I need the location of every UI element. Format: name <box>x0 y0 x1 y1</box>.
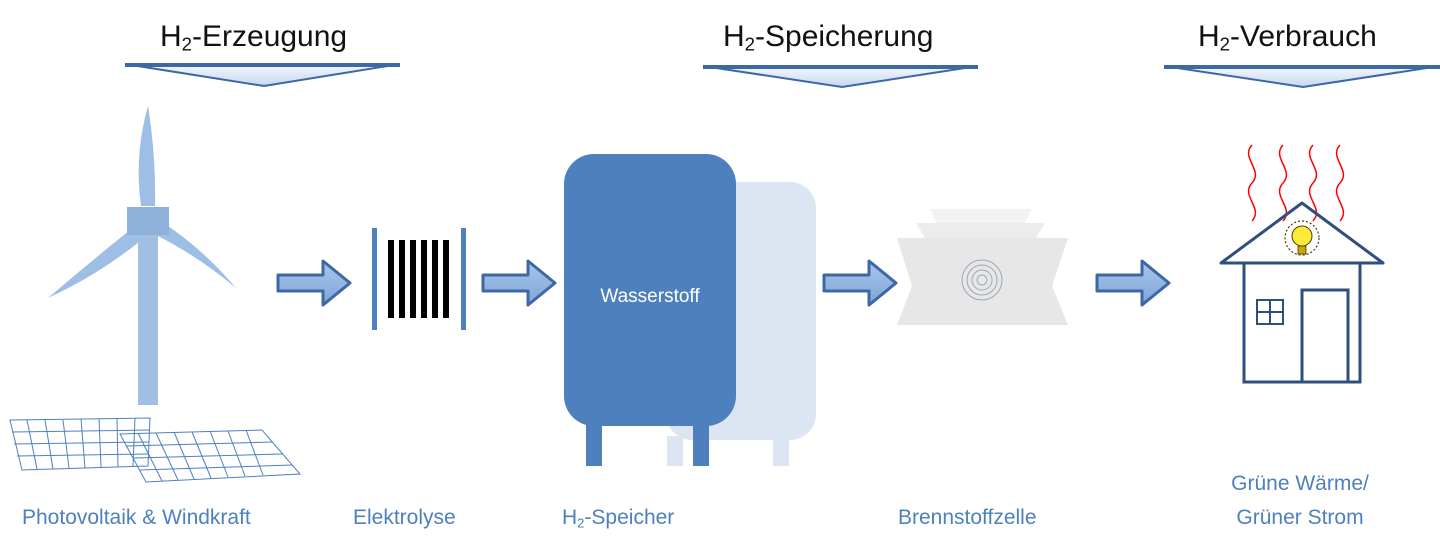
header-suffix: -Erzeugung <box>192 20 348 53</box>
electrolyzer-icon <box>372 228 466 330</box>
header-h2-erzeugung: H2-Erzeugung <box>160 20 347 54</box>
label-electrolysis: Elektrolyse <box>353 506 456 529</box>
hydrogen-tank-icon <box>564 154 816 466</box>
header-h2-speicherung: H2-Speicherung <box>723 20 933 54</box>
chevron-down-icon <box>1163 65 1440 89</box>
label-prefix: H <box>562 506 578 529</box>
arrow-right-icon <box>276 259 352 307</box>
fuel-cell-icon <box>897 209 1068 325</box>
header-subscript: 2 <box>744 33 756 55</box>
header-suffix: -Speicherung <box>755 20 934 53</box>
label-subscript: 2 <box>577 515 585 531</box>
arrow-right-icon <box>822 259 898 307</box>
label-h2-storage: H2-Speicher <box>562 506 674 530</box>
header-subscript: 2 <box>181 33 193 55</box>
wind-turbine-icon <box>48 106 236 405</box>
header-subscript: 2 <box>1219 33 1231 55</box>
label-green-power: Grüner Strom <box>1236 506 1364 529</box>
house-icon <box>1219 201 1385 384</box>
label-green-heat: Grüne Wärme/ <box>1231 472 1369 495</box>
tank-text: Wasserstoff <box>600 286 700 307</box>
header-prefix: H <box>160 20 182 53</box>
header-prefix: H <box>1198 20 1220 53</box>
chevron-down-icon <box>124 63 401 88</box>
arrow-right-icon <box>1095 259 1171 307</box>
label-suffix: -Speicher <box>584 506 675 529</box>
solar-panel-icon <box>9 417 302 483</box>
header-h2-verbrauch: H2-Verbrauch <box>1198 20 1377 54</box>
chevron-down-icon <box>702 65 979 89</box>
label-pv-wind: Photovoltaik & Windkraft <box>22 506 251 529</box>
header-suffix: -Verbrauch <box>1230 20 1377 53</box>
label-fuel-cell: Brennstoffzelle <box>898 506 1037 529</box>
heat-waves-icon <box>1247 144 1345 222</box>
light-bulb-icon <box>1284 220 1320 256</box>
arrow-right-icon <box>481 259 557 307</box>
header-prefix: H <box>723 20 745 53</box>
